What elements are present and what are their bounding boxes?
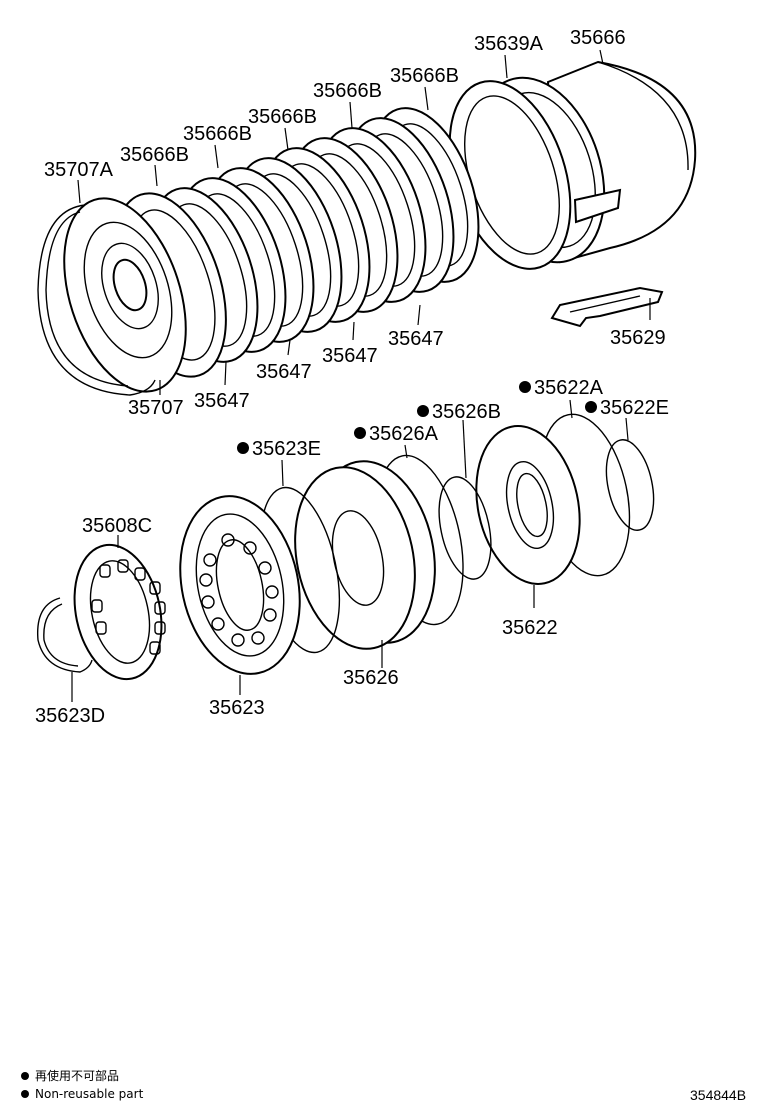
spring-retainer-35608C <box>73 543 166 681</box>
leader-lines <box>71 49 651 702</box>
diagram-code: 354844B <box>690 1087 746 1103</box>
legend-marker <box>21 1072 29 1080</box>
label-35639A[interactable]: 35639A <box>474 33 544 55</box>
legend: 再使用不可部品 Non-reusable part <box>21 1068 144 1101</box>
label-35666[interactable]: 35666 <box>570 27 626 49</box>
label-35666B[interactable]: 35666B <box>248 106 317 128</box>
legend-text-en: Non-reusable part <box>35 1087 144 1101</box>
label-35666B[interactable]: 35666B <box>183 123 252 145</box>
part-labels: 35639A 35666 35666B 35666B 35666B 35666B… <box>35 27 669 727</box>
piston-35626 <box>294 460 436 650</box>
snap-ring-35623D <box>36 597 93 673</box>
label-35623E[interactable]: 35623E <box>252 438 321 460</box>
piston-35623 <box>179 495 301 675</box>
label-35647[interactable]: 35647 <box>256 361 312 383</box>
non-reusable-marker <box>417 405 429 417</box>
piston-holes <box>199 533 279 647</box>
label-35623[interactable]: 35623 <box>209 697 265 719</box>
label-35707A[interactable]: 35707A <box>44 159 114 181</box>
label-35626A[interactable]: 35626A <box>369 423 439 445</box>
label-35608C[interactable]: 35608C <box>82 515 152 537</box>
label-35666B[interactable]: 35666B <box>120 144 189 166</box>
oring-35626B <box>438 476 492 580</box>
label-35622A[interactable]: 35622A <box>534 377 604 399</box>
legend-marker <box>21 1090 29 1098</box>
retainer-35622 <box>475 425 581 585</box>
label-35647[interactable]: 35647 <box>194 390 250 412</box>
label-35666B[interactable]: 35666B <box>390 65 459 87</box>
snap-ring-large <box>37 204 156 396</box>
non-reusable-marker <box>519 381 531 393</box>
label-35626[interactable]: 35626 <box>343 667 399 689</box>
retaining-bracket <box>550 286 664 328</box>
label-35647[interactable]: 35647 <box>388 328 444 350</box>
label-35707[interactable]: 35707 <box>128 397 184 419</box>
label-35623D[interactable]: 35623D <box>35 705 105 727</box>
label-35622E[interactable]: 35622E <box>600 397 669 419</box>
oring-35622E <box>605 439 655 531</box>
label-35647[interactable]: 35647 <box>322 345 378 367</box>
label-35666B[interactable]: 35666B <box>313 80 382 102</box>
label-35626B[interactable]: 35626B <box>432 401 501 423</box>
label-35629[interactable]: 35629 <box>610 327 666 349</box>
springs <box>91 559 166 655</box>
non-reusable-marker <box>585 401 597 413</box>
label-35622[interactable]: 35622 <box>502 617 558 639</box>
non-reusable-marker <box>354 427 366 439</box>
front-plate <box>63 197 187 393</box>
legend-text-jp: 再使用不可部品 <box>35 1068 119 1083</box>
non-reusable-marker <box>237 442 249 454</box>
